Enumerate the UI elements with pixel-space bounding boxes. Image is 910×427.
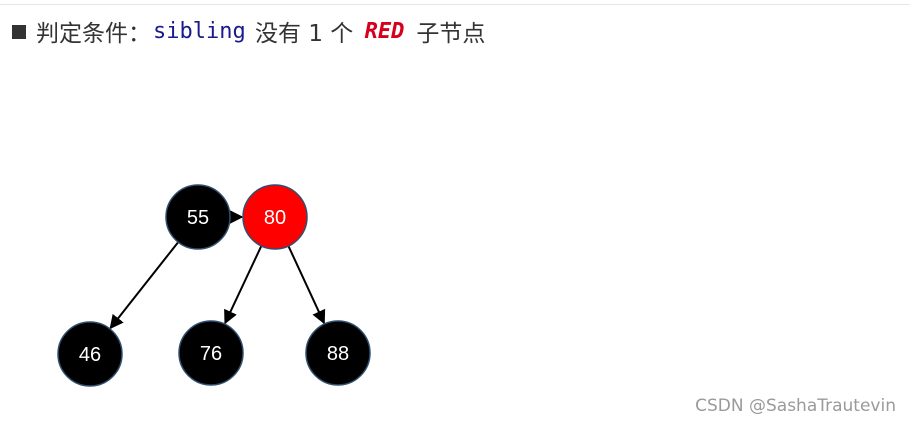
node-circle-black — [57, 321, 123, 387]
node-circle-black — [178, 320, 244, 386]
tree-node-46: 46 — [57, 321, 123, 387]
heading-red-word: RED — [364, 18, 405, 44]
edge-n55-to-n46 — [109, 239, 181, 330]
tree-node-76: 76 — [178, 320, 244, 386]
tree-edges — [109, 210, 326, 330]
heading-prefix: 判定条件： — [36, 21, 151, 47]
node-circle-black — [165, 184, 231, 250]
node-label: 88 — [327, 343, 349, 365]
condition-heading: 判定条件： sibling 没有 1 个 RED 子节点 — [12, 14, 485, 48]
top-divider — [0, 4, 910, 5]
heading-suffix: 子节点 — [416, 21, 486, 47]
node-label: 46 — [79, 344, 101, 366]
tree-nodes: 55 80 46 76 88 — [57, 184, 371, 387]
node-label: 80 — [264, 207, 286, 229]
tree-node-55: 55 — [165, 184, 231, 250]
watermark: CSDN @SashaTrautevin — [695, 396, 896, 416]
node-circle-red — [242, 184, 308, 250]
heading-code-word: sibling — [153, 18, 246, 44]
tree-node-88: 88 — [305, 320, 371, 386]
edge-n80-to-n76 — [224, 243, 264, 325]
tree-node-80: 80 — [242, 184, 308, 250]
node-circle-black — [305, 320, 371, 386]
square-bullet-icon — [12, 25, 26, 39]
node-label: 55 — [187, 207, 209, 229]
heading-middle: 没有 1 个 — [247, 21, 361, 47]
edge-n80-to-n88 — [286, 243, 326, 325]
node-label: 76 — [200, 343, 222, 365]
